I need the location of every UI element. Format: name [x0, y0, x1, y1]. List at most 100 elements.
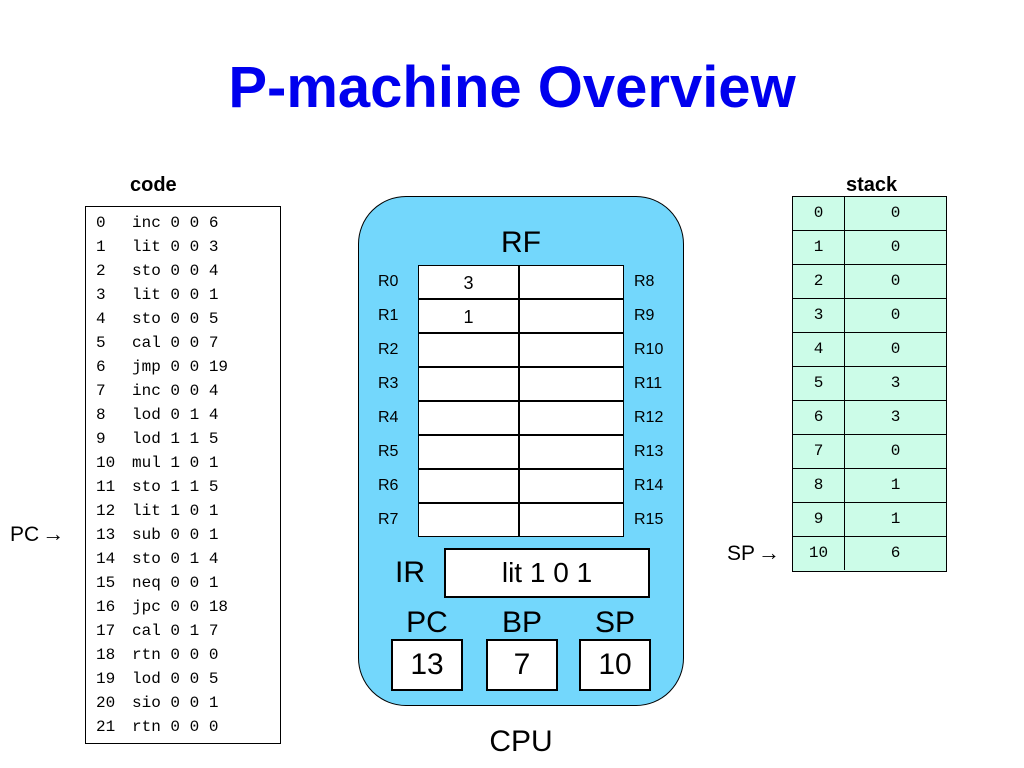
pc-label: PC — [406, 606, 448, 639]
register-row — [419, 470, 623, 504]
register-value — [521, 300, 623, 332]
sp-label: SP — [594, 606, 636, 639]
code-line-number: 0 — [96, 214, 106, 232]
register-value — [419, 470, 520, 502]
register-value — [521, 504, 623, 536]
code-line: 12 lit 1 0 1 — [96, 499, 218, 523]
code-label: code — [130, 174, 177, 196]
code-line: 6 jmp 0 0 19 — [96, 355, 228, 379]
stack-value: 3 — [890, 374, 901, 392]
stack-address: 8 — [793, 469, 845, 502]
code-instruction: jmp 0 0 19 — [132, 358, 229, 376]
code-line-number: 17 — [96, 622, 116, 640]
register-name: R14 — [634, 477, 664, 494]
code-instruction: inc 0 0 6 — [132, 214, 219, 232]
code-line: 17 cal 0 1 7 — [96, 619, 218, 643]
code-line: 20 sio 0 0 1 — [96, 691, 218, 715]
bp-label: BP — [501, 606, 543, 639]
sp-register: 10 — [579, 639, 651, 691]
code-line-number: 14 — [96, 550, 116, 568]
code-line-number: 1 — [96, 238, 106, 256]
bp-register: 7 — [486, 639, 558, 691]
stack-address: 7 — [793, 435, 845, 468]
code-instruction: mul 1 0 1 — [132, 454, 219, 472]
code-instruction: lit 0 0 3 — [132, 238, 219, 256]
stack-address: 6 — [793, 401, 845, 434]
code-instruction: lod 0 0 5 — [132, 670, 219, 688]
register-value — [521, 334, 623, 366]
code-line-number: 21 — [96, 718, 116, 736]
code-line-number: 10 — [96, 454, 116, 472]
code-instruction: cal 0 1 7 — [132, 622, 219, 640]
register-value: 3 — [419, 266, 520, 298]
register-name: R9 — [634, 307, 655, 324]
stack-value: 0 — [890, 204, 901, 222]
register-name: R6 — [378, 477, 399, 494]
register-name: R13 — [634, 443, 664, 460]
register-row: 3 — [419, 266, 623, 300]
register-name: R2 — [378, 341, 399, 358]
register-value — [419, 504, 520, 536]
stack-value: 3 — [890, 408, 901, 426]
code-line: 1 lit 0 0 3 — [96, 235, 218, 259]
stack-address: 2 — [793, 265, 845, 298]
code-instruction: lod 1 1 5 — [132, 430, 219, 448]
code-instruction: sto 0 0 5 — [132, 310, 219, 328]
ir-box: lit 1 0 1 — [444, 548, 650, 598]
register-value — [419, 368, 520, 400]
stack-value: 1 — [890, 510, 901, 528]
register-row: 1 — [419, 300, 623, 334]
code-line-number: 16 — [96, 598, 116, 616]
stack-value: 6 — [890, 544, 901, 562]
code-line-number: 20 — [96, 694, 116, 712]
code-instruction: sio 0 0 1 — [132, 694, 219, 712]
pc-pointer: PC→ — [10, 522, 64, 547]
register-name: R15 — [634, 511, 664, 528]
stack-address: 3 — [793, 299, 845, 332]
stack-address: 0 — [793, 197, 845, 230]
stack-address: 9 — [793, 503, 845, 536]
code-line-number: 19 — [96, 670, 116, 688]
register-row — [419, 402, 623, 436]
register-value: 1 — [419, 300, 520, 332]
code-line-number: 4 — [96, 310, 106, 328]
register-row — [419, 368, 623, 402]
code-line: 16 jpc 0 0 18 — [96, 595, 228, 619]
register-value — [521, 436, 623, 468]
register-name: R8 — [634, 273, 655, 290]
code-line-number: 6 — [96, 358, 106, 376]
code-line-number: 12 — [96, 502, 116, 520]
register-name: R1 — [378, 307, 399, 324]
register-name: R0 — [378, 273, 399, 290]
code-line-number: 18 — [96, 646, 116, 664]
register-name: R4 — [378, 409, 399, 426]
register-row — [419, 504, 623, 538]
code-instruction: lit 0 0 1 — [132, 286, 219, 304]
register-name: R10 — [634, 341, 664, 358]
right-arrow-icon: → — [758, 540, 781, 565]
code-line-number: 7 — [96, 382, 106, 400]
code-instruction: jpc 0 0 18 — [132, 598, 229, 616]
code-line-number: 2 — [96, 262, 106, 280]
code-instruction: lit 1 0 1 — [132, 502, 219, 520]
slide-title: P-machine Overview — [228, 55, 796, 120]
